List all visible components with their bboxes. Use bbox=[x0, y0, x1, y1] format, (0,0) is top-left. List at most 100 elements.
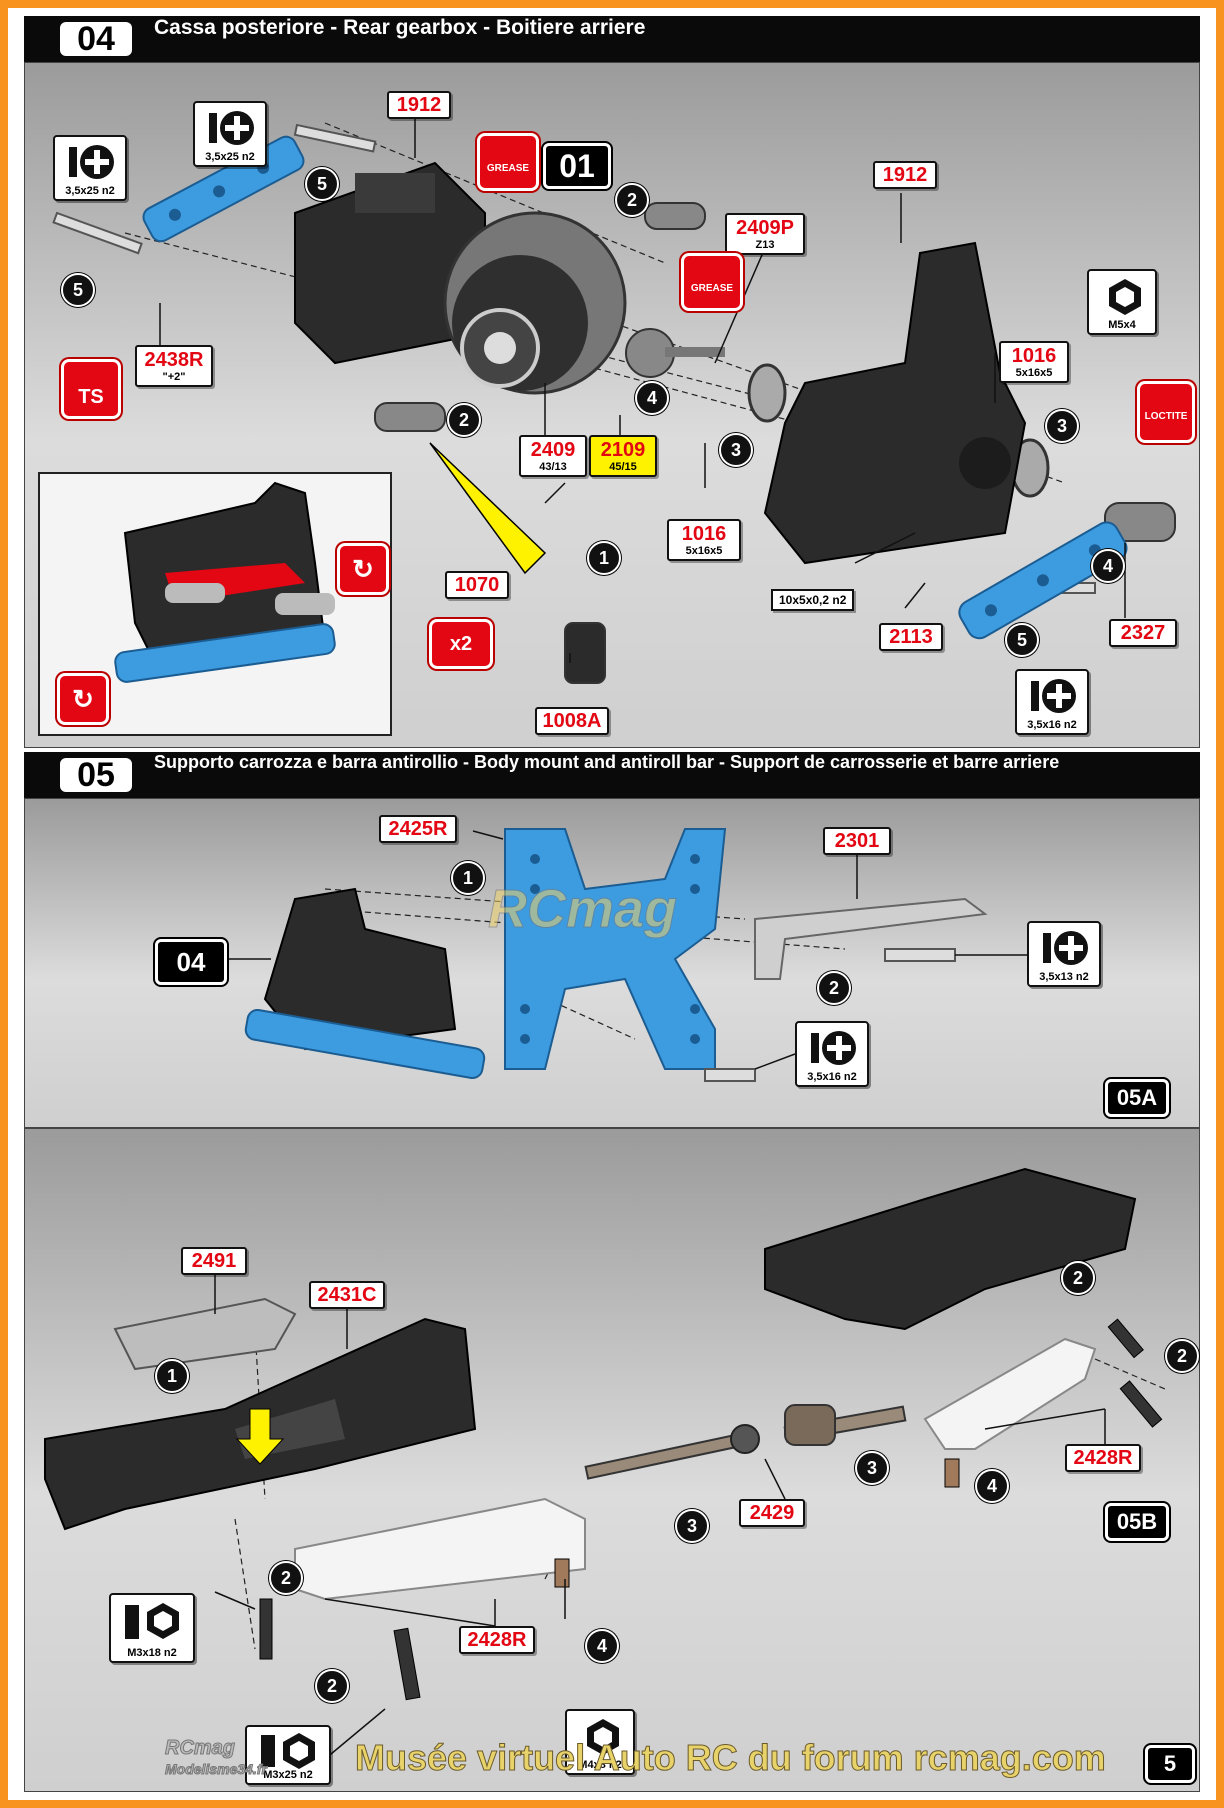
part-label-1912-b: 1912 bbox=[873, 161, 937, 189]
antiroll-bar-panel-05b: 2491 2431C 2428R 2429 2428R 05B M3x18 n2… bbox=[24, 1128, 1200, 1792]
hex-icon bbox=[261, 1733, 315, 1769]
part-label-2431C: 2431C bbox=[309, 1281, 385, 1309]
rotate-icon-2: ↻ bbox=[57, 673, 109, 725]
step-title: Supporto carrozza e barra antirollio - B… bbox=[154, 752, 1060, 772]
part-label-1912-a: 1912 bbox=[387, 91, 451, 119]
step-title: Cassa posteriore - Rear gearbox - Boitie… bbox=[154, 16, 646, 39]
tool-hex-m3x25: M3x25 n2 bbox=[245, 1725, 331, 1785]
antiroll-bar-drawing bbox=[44, 1167, 1166, 1760]
step-circle: 2 bbox=[817, 971, 851, 1005]
assembled-gearbox bbox=[244, 887, 486, 1080]
gearbox-half-left bbox=[294, 161, 486, 365]
loctite-icon: LOCTITE bbox=[1137, 381, 1195, 443]
antiroll-plate-2491 bbox=[113, 1297, 297, 1371]
step-circle: 3 bbox=[719, 433, 753, 467]
part-label-2429: 2429 bbox=[739, 1499, 805, 1527]
step-circle: 1 bbox=[587, 541, 621, 575]
white-link-left bbox=[294, 1497, 586, 1601]
rotate-icon-1: ↻ bbox=[337, 543, 389, 595]
step-04-banner: 04 Cassa posteriore - Rear gearbox - Boi… bbox=[24, 16, 1200, 62]
phillips-icon bbox=[69, 145, 114, 179]
antiroll-plate bbox=[754, 897, 988, 980]
ref-step-04-tag: 04 bbox=[155, 939, 227, 985]
section-04: 04 Cassa posteriore - Rear gearbox - Boi… bbox=[24, 16, 1200, 748]
body-mount-panel-05a: 2425R 2301 04 05A 3,5x13 n2 3,5x16 n2 1 … bbox=[24, 798, 1200, 1128]
panel-05b-tag: 05B bbox=[1105, 1503, 1169, 1541]
step-circle: 3 bbox=[1045, 409, 1079, 443]
gearbox-exploded-drawing bbox=[38, 111, 1176, 736]
blue-bracket-right bbox=[958, 521, 1128, 640]
tool-hex-m3x18: M3x18 n2 bbox=[109, 1593, 195, 1663]
white-link-right bbox=[923, 1337, 1097, 1450]
part-label-2327: 2327 bbox=[1109, 619, 1177, 647]
blue-body-mount bbox=[504, 828, 727, 1070]
grease-icon: GREASE bbox=[477, 133, 539, 191]
step-circle: 5 bbox=[1005, 623, 1039, 657]
part-label-2425R: 2425R bbox=[379, 815, 457, 843]
manual-page: 04 Cassa posteriore - Rear gearbox - Boi… bbox=[8, 8, 1216, 1800]
step-circle: 2 bbox=[1061, 1261, 1095, 1295]
tool-phillips-3-5x25-a: 3,5x25 n2 bbox=[53, 135, 127, 201]
step-circle: 2 bbox=[269, 1561, 303, 1595]
antiroll-bar bbox=[584, 1404, 907, 1480]
inset-assembled-gearbox bbox=[114, 481, 336, 683]
gearbox-half-right bbox=[763, 241, 1027, 565]
step-circle: 2 bbox=[315, 1669, 349, 1703]
phillips-icon bbox=[1043, 931, 1088, 965]
step-circle: 2 bbox=[447, 403, 481, 437]
part-label-2428R-right: 2428R bbox=[1065, 1444, 1141, 1472]
tool-phillips-3-5x25-b: 3,5x25 n2 bbox=[193, 101, 267, 167]
part-label-1008A: 1008A bbox=[535, 707, 609, 735]
phillips-icon bbox=[1031, 679, 1076, 713]
step-05-banner: 05 Supporto carrozza e barra antirollio … bbox=[24, 752, 1200, 798]
tool-phillips-3-5x16: 3,5x16 n2 bbox=[795, 1021, 869, 1087]
tool-hex-m4x8: M4x8 n2 bbox=[565, 1709, 635, 1775]
hex-icon bbox=[1109, 279, 1141, 315]
yellow-pointer bbox=[429, 442, 547, 575]
hex-icon bbox=[125, 1603, 179, 1639]
rcmag-small-watermark: RCmag bbox=[164, 1737, 236, 1760]
step-circle: 2 bbox=[1165, 1339, 1199, 1373]
step-circle: 4 bbox=[585, 1629, 619, 1663]
part-label-2491: 2491 bbox=[181, 1247, 247, 1275]
grease-icon-2: GREASE bbox=[681, 253, 743, 311]
step-circle: 5 bbox=[61, 273, 95, 307]
phillips-icon bbox=[811, 1031, 856, 1065]
step-circle: 3 bbox=[675, 1509, 709, 1543]
step-circle: 4 bbox=[975, 1469, 1009, 1503]
step-circle: 3 bbox=[855, 1451, 889, 1485]
part-label-2438R: 2438R"+2" bbox=[135, 345, 213, 387]
tool-hex-m5x4: M5x4 bbox=[1087, 269, 1157, 335]
section-05: 05 Supporto carrozza e barra antirollio … bbox=[24, 752, 1200, 1792]
page-number: 5 bbox=[1145, 1745, 1195, 1783]
part-label-2428R-left: 2428R bbox=[459, 1626, 535, 1654]
step-number: 04 bbox=[60, 22, 132, 56]
tool-phillips-3-5x13: 3,5x13 n2 bbox=[1027, 921, 1101, 987]
part-label-2301: 2301 bbox=[823, 827, 891, 855]
phillips-icon bbox=[209, 111, 254, 145]
part-label-1070: 1070 bbox=[445, 571, 509, 599]
subassembly-01-tag: 01 bbox=[543, 143, 611, 189]
diff-gear bbox=[443, 211, 627, 395]
tool-phillips-3-5x16: 3,5x16 n2 bbox=[1015, 669, 1089, 735]
step-circle: 1 bbox=[155, 1359, 189, 1393]
step-circle: 5 bbox=[305, 167, 339, 201]
step-circle: 2 bbox=[615, 183, 649, 217]
rcmag-center-watermark: RCmag bbox=[487, 879, 678, 940]
step-circle: 1 bbox=[451, 861, 485, 895]
step-circle: 4 bbox=[635, 381, 669, 415]
museum-watermark: Musée virtuel Auto RC du forum rcmag.com bbox=[355, 1737, 1107, 1779]
step-circle: 4 bbox=[1091, 549, 1125, 583]
ts-wrench-icon: TS bbox=[61, 359, 121, 419]
x2-quantity-tag: x2 bbox=[429, 619, 493, 669]
part-label-2113: 2113 bbox=[879, 623, 943, 651]
step-number: 05 bbox=[60, 758, 132, 792]
hex-icon bbox=[587, 1719, 619, 1755]
pinion-gear bbox=[625, 328, 725, 378]
